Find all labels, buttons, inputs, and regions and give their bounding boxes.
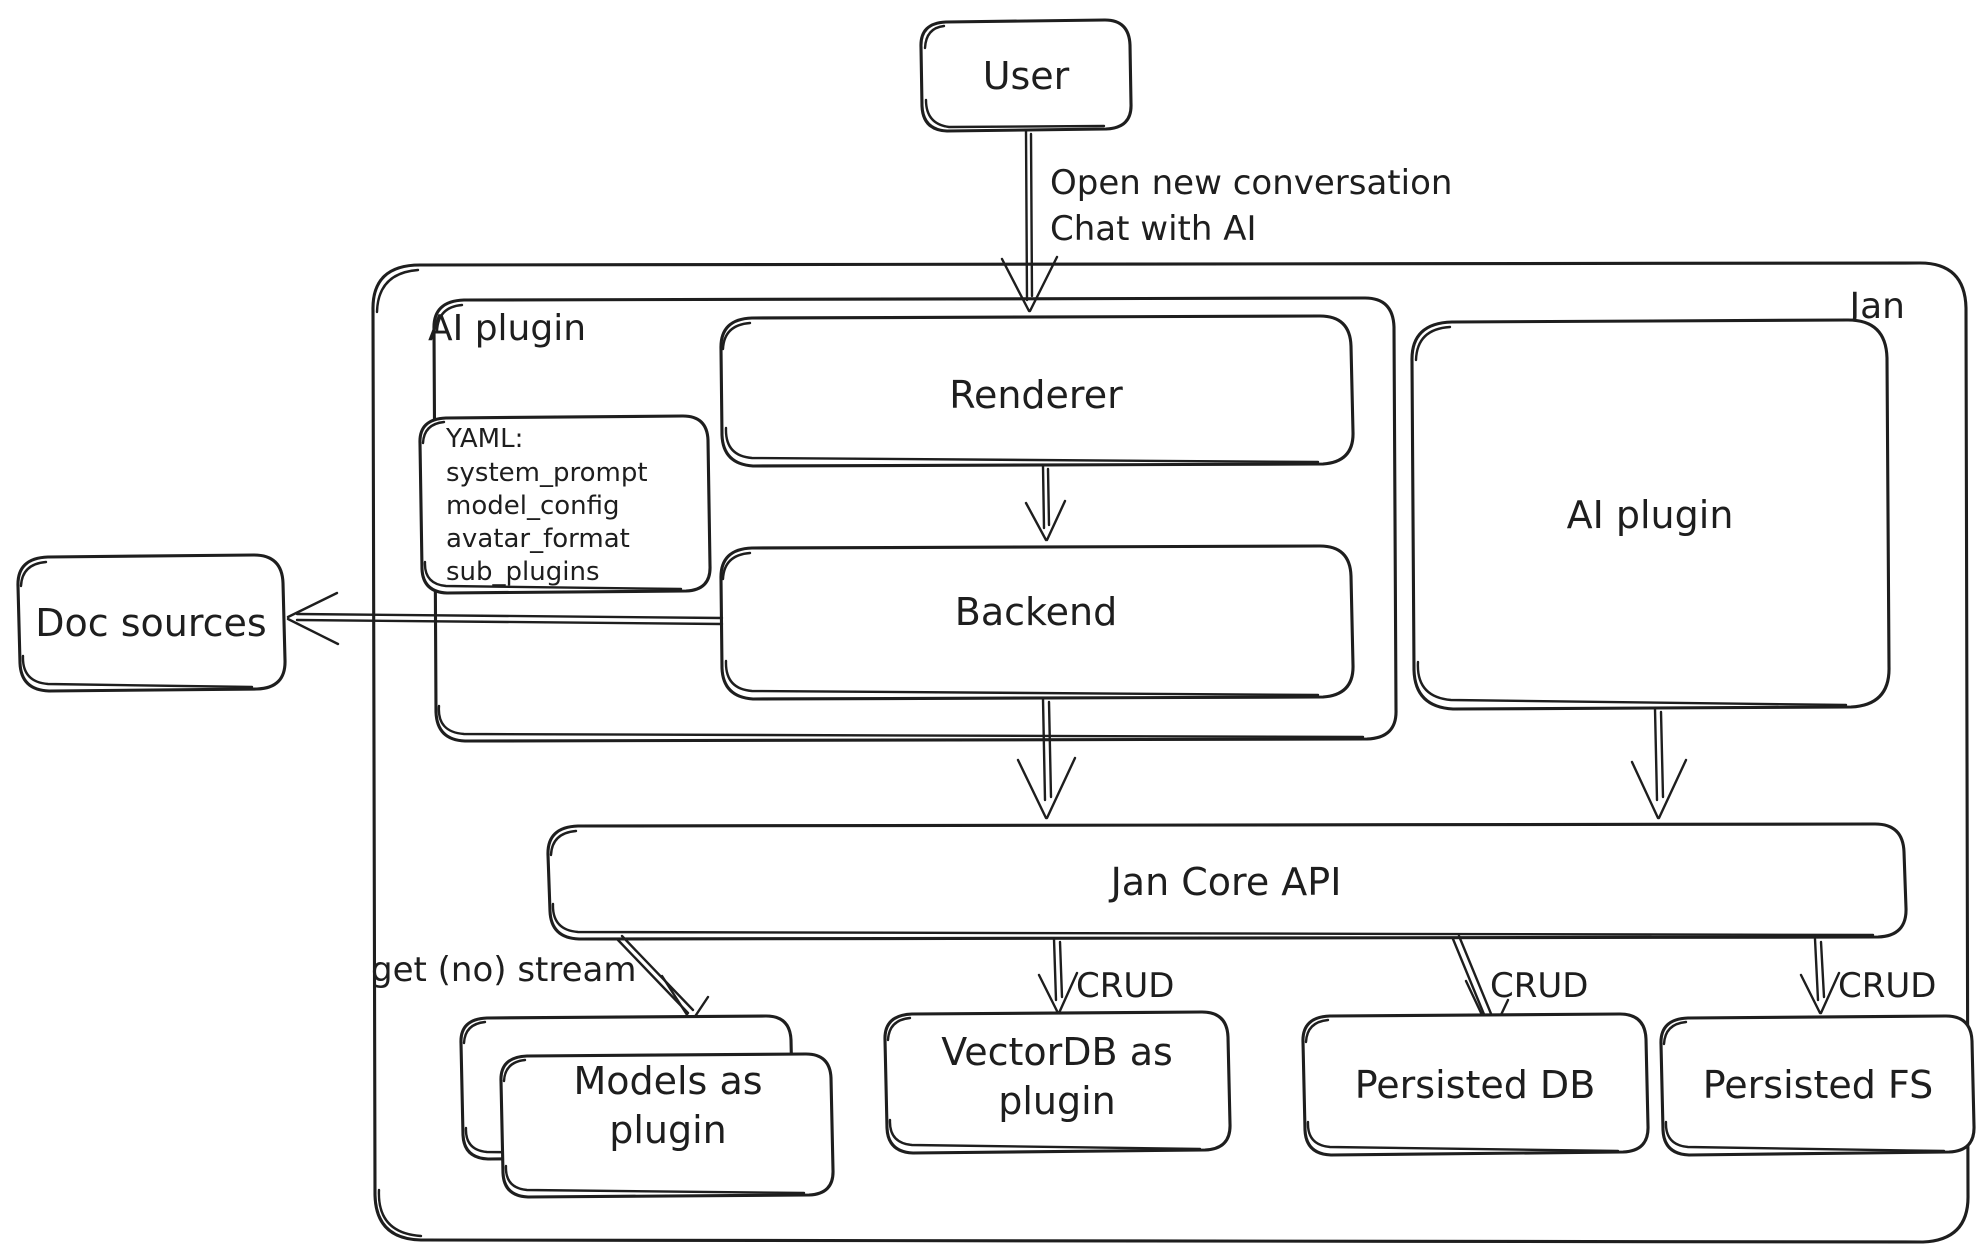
node-yaml-config[interactable]: YAML: system_prompt model_config avatar_… <box>418 414 712 595</box>
node-persisted-db[interactable]: Persisted DB <box>1301 1012 1650 1157</box>
yaml-item-2: avatar_format <box>446 524 630 554</box>
node-vectordb-plugin-label-line2: plugin <box>998 1079 1116 1123</box>
yaml-title: YAML: <box>445 424 523 454</box>
node-models-plugin-label-line1: Models as <box>573 1059 762 1103</box>
container-ai-plugin-group-label: AI plugin <box>428 308 586 349</box>
edge-ai-plugin-to-core <box>1630 707 1688 820</box>
node-renderer[interactable]: Renderer <box>719 314 1355 468</box>
node-user-label: User <box>983 54 1070 98</box>
edge-core-to-vectordb <box>1037 937 1079 1015</box>
node-vectordb-plugin-label-line1: VectorDB as <box>941 1030 1173 1074</box>
edge-user-label-line2: Chat with AI <box>1050 209 1257 249</box>
edge-user-label-line1: Open new conversation <box>1050 163 1452 203</box>
yaml-item-1: model_config <box>446 491 620 521</box>
edge-core-to-persisted-fs-label: CRUD <box>1838 966 1936 1006</box>
edge-core-to-models-label: get (no) stream <box>371 950 636 990</box>
node-jan-core-api[interactable]: Jan Core API <box>546 822 1908 941</box>
edge-backend-to-core <box>1016 697 1077 820</box>
node-persisted-fs[interactable]: Persisted FS <box>1659 1014 1976 1157</box>
node-doc-sources[interactable]: Doc sources <box>16 553 287 693</box>
node-jan-core-api-label: Jan Core API <box>1109 860 1342 904</box>
edge-core-to-persisted-db-label: CRUD <box>1490 966 1588 1006</box>
node-ai-plugin-right[interactable]: AI plugin <box>1410 318 1891 711</box>
edge-renderer-to-backend <box>1024 464 1067 542</box>
node-vectordb-plugin[interactable]: VectorDB as plugin <box>883 1010 1232 1155</box>
node-persisted-db-label: Persisted DB <box>1355 1063 1596 1107</box>
yaml-item-0: system_prompt <box>446 458 648 488</box>
edge-core-to-vectordb-label: CRUD <box>1076 966 1174 1006</box>
edge-core-to-persisted-fs <box>1799 937 1841 1015</box>
edge-core-to-models <box>615 934 710 1023</box>
container-jan: Jan <box>371 261 1970 1244</box>
node-ai-plugin-right-label: AI plugin <box>1567 493 1734 537</box>
yaml-item-3: sub_plugins <box>446 557 600 587</box>
node-persisted-fs-label: Persisted FS <box>1703 1063 1934 1107</box>
node-user[interactable]: User <box>919 18 1133 133</box>
edge-user-to-renderer <box>1000 129 1059 313</box>
node-doc-sources-label: Doc sources <box>35 601 266 645</box>
container-ai-plugin-group: AI plugin <box>428 296 1398 743</box>
edge-backend-to-doc-sources <box>286 591 724 646</box>
node-models-plugin[interactable]: Models as plugin <box>459 1014 835 1199</box>
node-backend-label: Backend <box>955 590 1117 634</box>
node-models-plugin-label-line2: plugin <box>609 1108 727 1152</box>
node-renderer-label: Renderer <box>949 373 1123 417</box>
node-backend[interactable]: Backend <box>719 544 1355 701</box>
